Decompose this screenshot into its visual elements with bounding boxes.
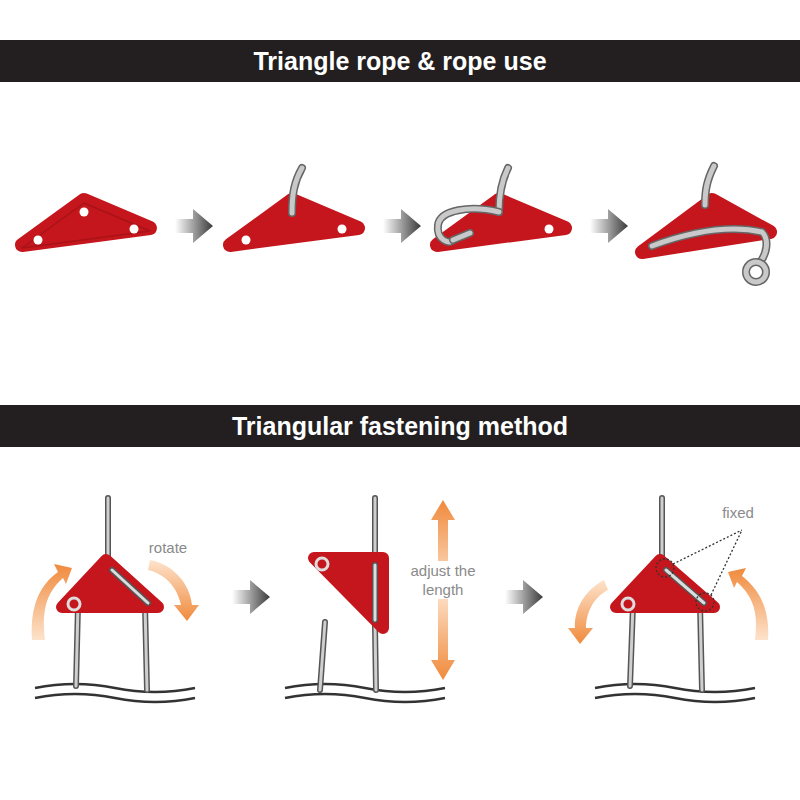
rope bbox=[438, 209, 499, 242]
guy-line bbox=[374, 498, 377, 560]
triangle-tensioner bbox=[314, 558, 383, 628]
triangle-tensioner bbox=[34, 236, 43, 245]
guy-line bbox=[375, 625, 376, 690]
adjust-label: adjust the length bbox=[408, 561, 478, 599]
section-band: Triangular fastening method bbox=[0, 405, 800, 447]
rope bbox=[666, 570, 704, 603]
rope bbox=[316, 558, 328, 570]
section-title: Triangle rope & rope use bbox=[253, 47, 546, 76]
triangle-tensioner bbox=[80, 208, 89, 217]
guy-line bbox=[659, 498, 665, 560]
guy-line bbox=[375, 625, 376, 690]
rope bbox=[292, 168, 302, 213]
rope bbox=[292, 168, 302, 213]
rope bbox=[499, 168, 508, 212]
triangle-tensioner bbox=[242, 236, 251, 245]
guy-line bbox=[145, 605, 147, 690]
rope bbox=[652, 166, 766, 282]
rotate-arrow bbox=[148, 560, 199, 621]
triangle-tensioner bbox=[22, 203, 150, 248]
fixed-label: fixed bbox=[713, 503, 763, 522]
guy-line bbox=[700, 605, 702, 690]
rope bbox=[652, 229, 766, 262]
section-title: Triangular fastening method bbox=[232, 412, 568, 441]
guy-line bbox=[320, 622, 325, 690]
rope bbox=[499, 168, 508, 212]
guy-line bbox=[76, 605, 78, 686]
ground-line bbox=[35, 684, 195, 692]
step-arrow bbox=[505, 580, 543, 614]
rope bbox=[705, 166, 714, 205]
fixed-marker bbox=[656, 559, 674, 577]
rope bbox=[438, 209, 499, 242]
rope bbox=[666, 570, 704, 603]
ground-line bbox=[595, 684, 755, 692]
rope bbox=[374, 565, 377, 620]
guy-line bbox=[630, 605, 633, 686]
guy-line bbox=[107, 498, 110, 560]
triangle-tensioner bbox=[338, 225, 347, 234]
guy-line bbox=[105, 498, 111, 560]
rope bbox=[746, 262, 766, 282]
rope bbox=[372, 565, 378, 620]
fixed-marker bbox=[711, 530, 742, 595]
rope bbox=[746, 262, 766, 282]
fixed-marker bbox=[696, 593, 714, 611]
ground-line bbox=[285, 694, 445, 702]
fixed-marker bbox=[673, 530, 742, 564]
step-arrow bbox=[232, 580, 270, 614]
step-arrow bbox=[383, 209, 421, 243]
step-arrow bbox=[175, 209, 213, 243]
guy-line bbox=[76, 605, 78, 686]
rope bbox=[68, 598, 80, 610]
rope bbox=[112, 570, 148, 603]
rotate-arrow bbox=[568, 580, 608, 644]
rope bbox=[622, 598, 634, 610]
rope bbox=[438, 168, 508, 242]
guy-line bbox=[661, 498, 664, 560]
section-band: Triangle rope & rope use bbox=[0, 40, 800, 82]
guy-line bbox=[320, 622, 325, 690]
rotate-label: rotate bbox=[133, 538, 203, 557]
rope bbox=[453, 233, 470, 240]
ground-line bbox=[595, 694, 755, 702]
rope bbox=[652, 229, 766, 262]
ground-line bbox=[285, 684, 445, 692]
triangle-tensioner bbox=[22, 200, 150, 248]
guy-line bbox=[630, 605, 633, 686]
ground-line bbox=[35, 694, 195, 702]
rope bbox=[705, 166, 714, 205]
rope bbox=[453, 233, 470, 240]
guy-line bbox=[700, 605, 702, 690]
triangle-tensioner bbox=[545, 225, 554, 234]
rope bbox=[112, 570, 148, 603]
guy-line bbox=[372, 498, 378, 560]
fixed-marker bbox=[656, 530, 742, 611]
guy-line bbox=[145, 605, 147, 690]
ground-line bbox=[35, 684, 755, 702]
triangle-tensioner bbox=[130, 225, 139, 234]
step-arrow bbox=[590, 209, 628, 243]
rotate-arrow bbox=[728, 568, 768, 640]
rotate-arrow bbox=[32, 564, 72, 640]
